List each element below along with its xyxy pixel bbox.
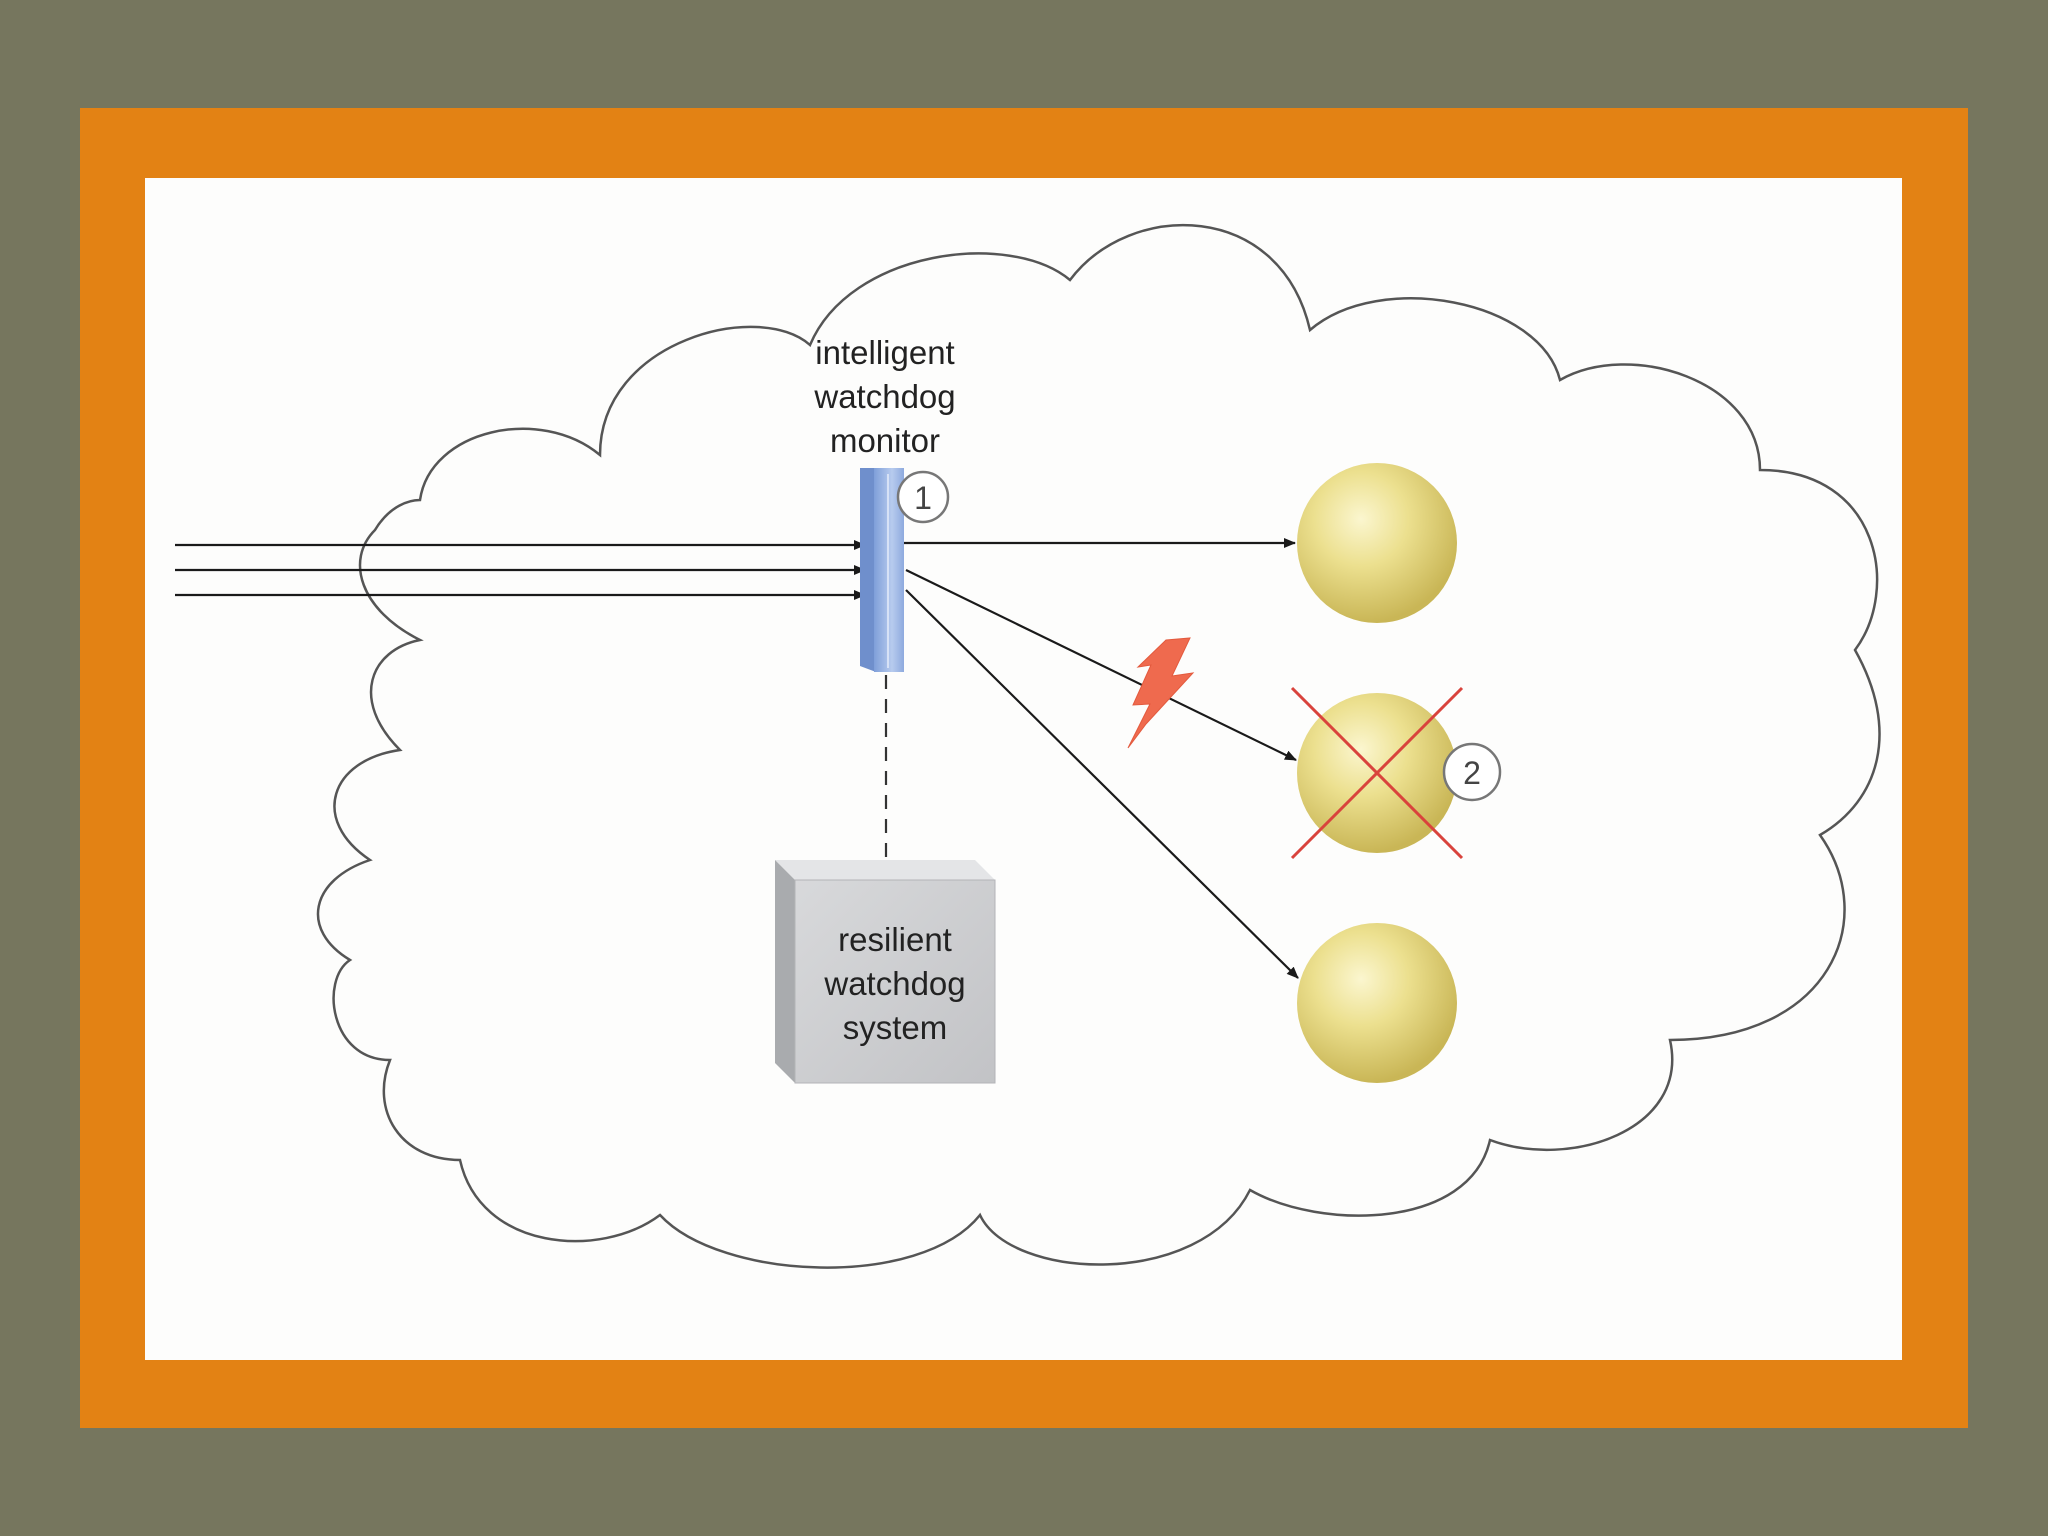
node-top xyxy=(1297,463,1457,623)
system-label-line-1: resilient xyxy=(838,921,952,958)
node-bottom xyxy=(1297,923,1457,1083)
watchdog-system-box xyxy=(775,860,996,1084)
cross-icon xyxy=(1290,686,1464,860)
monitor-label-line-3: monitor xyxy=(830,422,940,459)
callout-1-text: 1 xyxy=(914,480,932,516)
system-label-line-3: system xyxy=(843,1009,948,1046)
outgoing-arrow-middle xyxy=(905,569,1297,761)
system-label-line-2: watchdog xyxy=(823,965,965,1002)
monitor-label-line-1: intelligent xyxy=(815,334,954,371)
monitor-label-line-2: watchdog xyxy=(813,378,955,415)
callout-1: 1 xyxy=(896,470,950,524)
diagram-canvas xyxy=(145,178,1902,1360)
lightning-bolt-icon xyxy=(1127,637,1195,749)
outgoing-arrow-bottom xyxy=(905,589,1299,979)
cloud-outline xyxy=(316,223,1881,1269)
callout-2-text: 2 xyxy=(1463,755,1481,791)
callout-2: 2 xyxy=(1442,742,1502,802)
